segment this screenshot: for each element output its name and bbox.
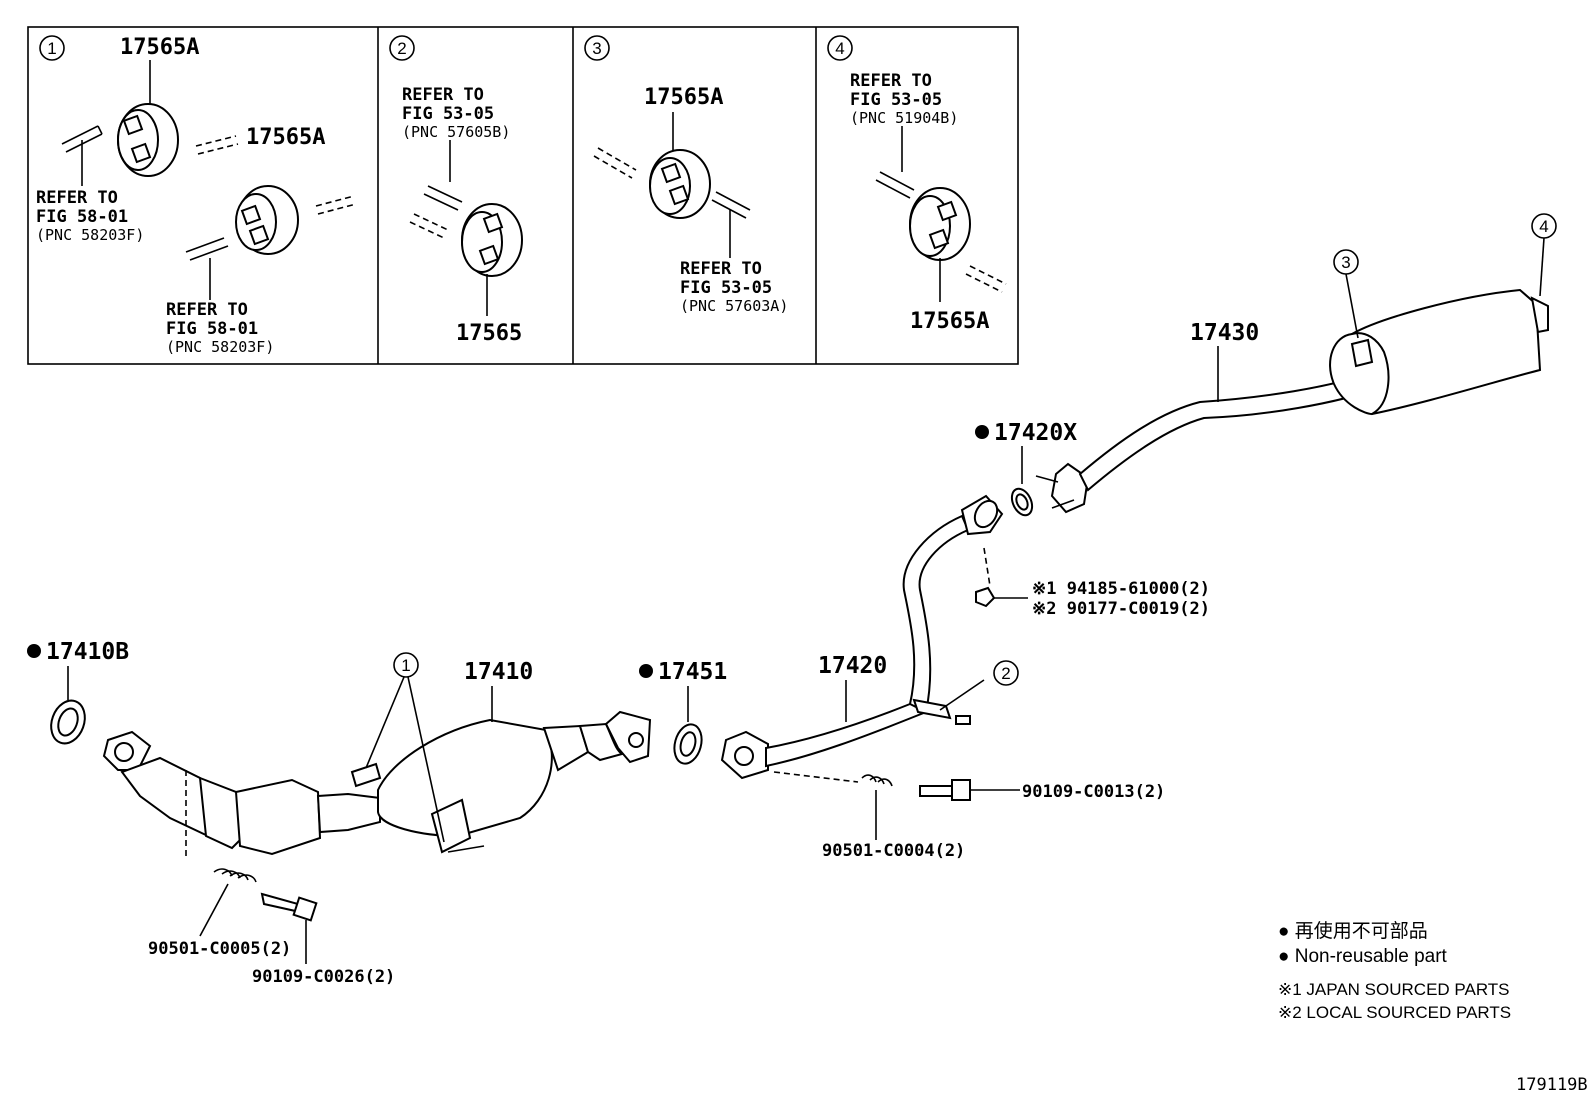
inset-1-ref-a-line1: REFER TO xyxy=(36,188,118,208)
rubber-hanger-icon xyxy=(117,103,179,177)
gasket-17451: 17451 xyxy=(639,659,727,765)
legend-nonreusable-en: ● Non-reusable part xyxy=(1278,946,1448,967)
rubber-hanger-icon xyxy=(461,203,523,277)
inset-3-number: 3 xyxy=(592,39,601,58)
part-90177-C0019-label: ※2 90177-C0019(2) xyxy=(1032,599,1210,619)
gasket-17410B: 17410B xyxy=(27,639,129,745)
bolt-assembly-mid xyxy=(773,771,1020,840)
inset-1-ref-a-line2: FIG 58-01 xyxy=(36,207,128,227)
inset-3: 3 17565A REFER TO FIG 53-05 (PNC 57603A) xyxy=(584,35,788,315)
figure-id: 179119B xyxy=(1516,1075,1588,1095)
inset-2-ref-line3: (PNC 57605B) xyxy=(402,123,510,141)
part-17430-label: 17430 xyxy=(1190,320,1259,346)
inset-2-ref-line1: REFER TO xyxy=(402,85,484,105)
inset-4-number: 4 xyxy=(835,39,844,58)
inset-3-ref-line3: (PNC 57603A) xyxy=(680,297,788,315)
part-17420X-label: 17420X xyxy=(994,420,1077,446)
inset-3-ref-line2: FIG 53-05 xyxy=(680,278,772,298)
legend-japan-sourced: ※1 JAPAN SOURCED PARTS xyxy=(1278,980,1510,999)
inset-1-number: 1 xyxy=(47,39,56,58)
inset-1-ref-b-line2: FIG 58-01 xyxy=(166,319,258,339)
inset-panels xyxy=(27,26,1019,365)
inset-2: 2 REFER TO FIG 53-05 (PNC 57605B) 17565 xyxy=(389,35,523,346)
part-17410-label: 17410 xyxy=(464,659,533,685)
inset-4-ref-line1: REFER TO xyxy=(850,71,932,91)
inset-2-number: 2 xyxy=(397,39,406,58)
rubber-hanger-icon xyxy=(235,185,299,255)
callout-2-main: 2 xyxy=(1001,664,1010,683)
rubber-hanger-icon xyxy=(909,187,971,261)
inset-4: 4 REFER TO FIG 53-05 (PNC 51904B) 17565A xyxy=(827,35,1007,334)
callout-4-main: 4 xyxy=(1539,217,1548,236)
inset-1-ref-a-line3: (PNC 58203F) xyxy=(36,226,144,244)
inset-1: 1 17565A 17565A REFER TO FIG 58-01 xyxy=(36,35,357,356)
part-17410B-label: 17410B xyxy=(46,639,129,665)
tailpipe-muffler-17430 xyxy=(1035,288,1549,514)
inset-3-part: 17565A xyxy=(644,85,723,110)
inset-4-ref-line2: FIG 53-05 xyxy=(850,90,942,110)
nut-assembly xyxy=(975,547,1028,608)
inset-4-ref-line3: (PNC 51904B) xyxy=(850,109,958,127)
bolt-assembly-front xyxy=(185,770,318,964)
callout-1-main: 1 xyxy=(401,656,410,675)
legend: ● 再使用不可部品 ● Non-reusable part ※1 JAPAN S… xyxy=(1278,920,1511,1022)
inset-2-part: 17565 xyxy=(456,321,522,346)
legend-nonreusable-jp: ● 再使用不可部品 xyxy=(1278,920,1428,942)
inset-3-ref-line1: REFER TO xyxy=(680,259,762,279)
part-90109-C0026-label: 90109-C0026(2) xyxy=(252,967,395,987)
inset-1-ref-b-line1: REFER TO xyxy=(166,300,248,320)
rubber-hanger-icon xyxy=(649,149,711,219)
part-94185-61000-label: ※1 94185-61000(2) xyxy=(1032,579,1210,599)
front-pipe-17410 xyxy=(102,710,652,856)
callout-3-main: 3 xyxy=(1341,253,1350,272)
inset-4-part: 17565A xyxy=(910,309,989,334)
part-17451-label: 17451 xyxy=(658,659,727,685)
legend-local-sourced: ※2 LOCAL SOURCED PARTS xyxy=(1278,1003,1511,1022)
inset-1-part-b: 17565A xyxy=(246,125,325,150)
part-90501-C0005-label: 90501-C0005(2) xyxy=(148,939,291,959)
inset-1-ref-b-line3: (PNC 58203F) xyxy=(166,338,274,356)
inset-1-part-a: 17565A xyxy=(120,35,199,60)
part-90109-C0013-label: 90109-C0013(2) xyxy=(1022,782,1165,802)
part-17420-label: 17420 xyxy=(818,653,887,679)
inset-2-ref-line2: FIG 53-05 xyxy=(402,104,494,124)
part-90501-C0004-label: 90501-C0004(2) xyxy=(822,841,965,861)
center-pipe-17420 xyxy=(720,494,1004,780)
gasket-17420X: 17420X xyxy=(975,420,1077,517)
